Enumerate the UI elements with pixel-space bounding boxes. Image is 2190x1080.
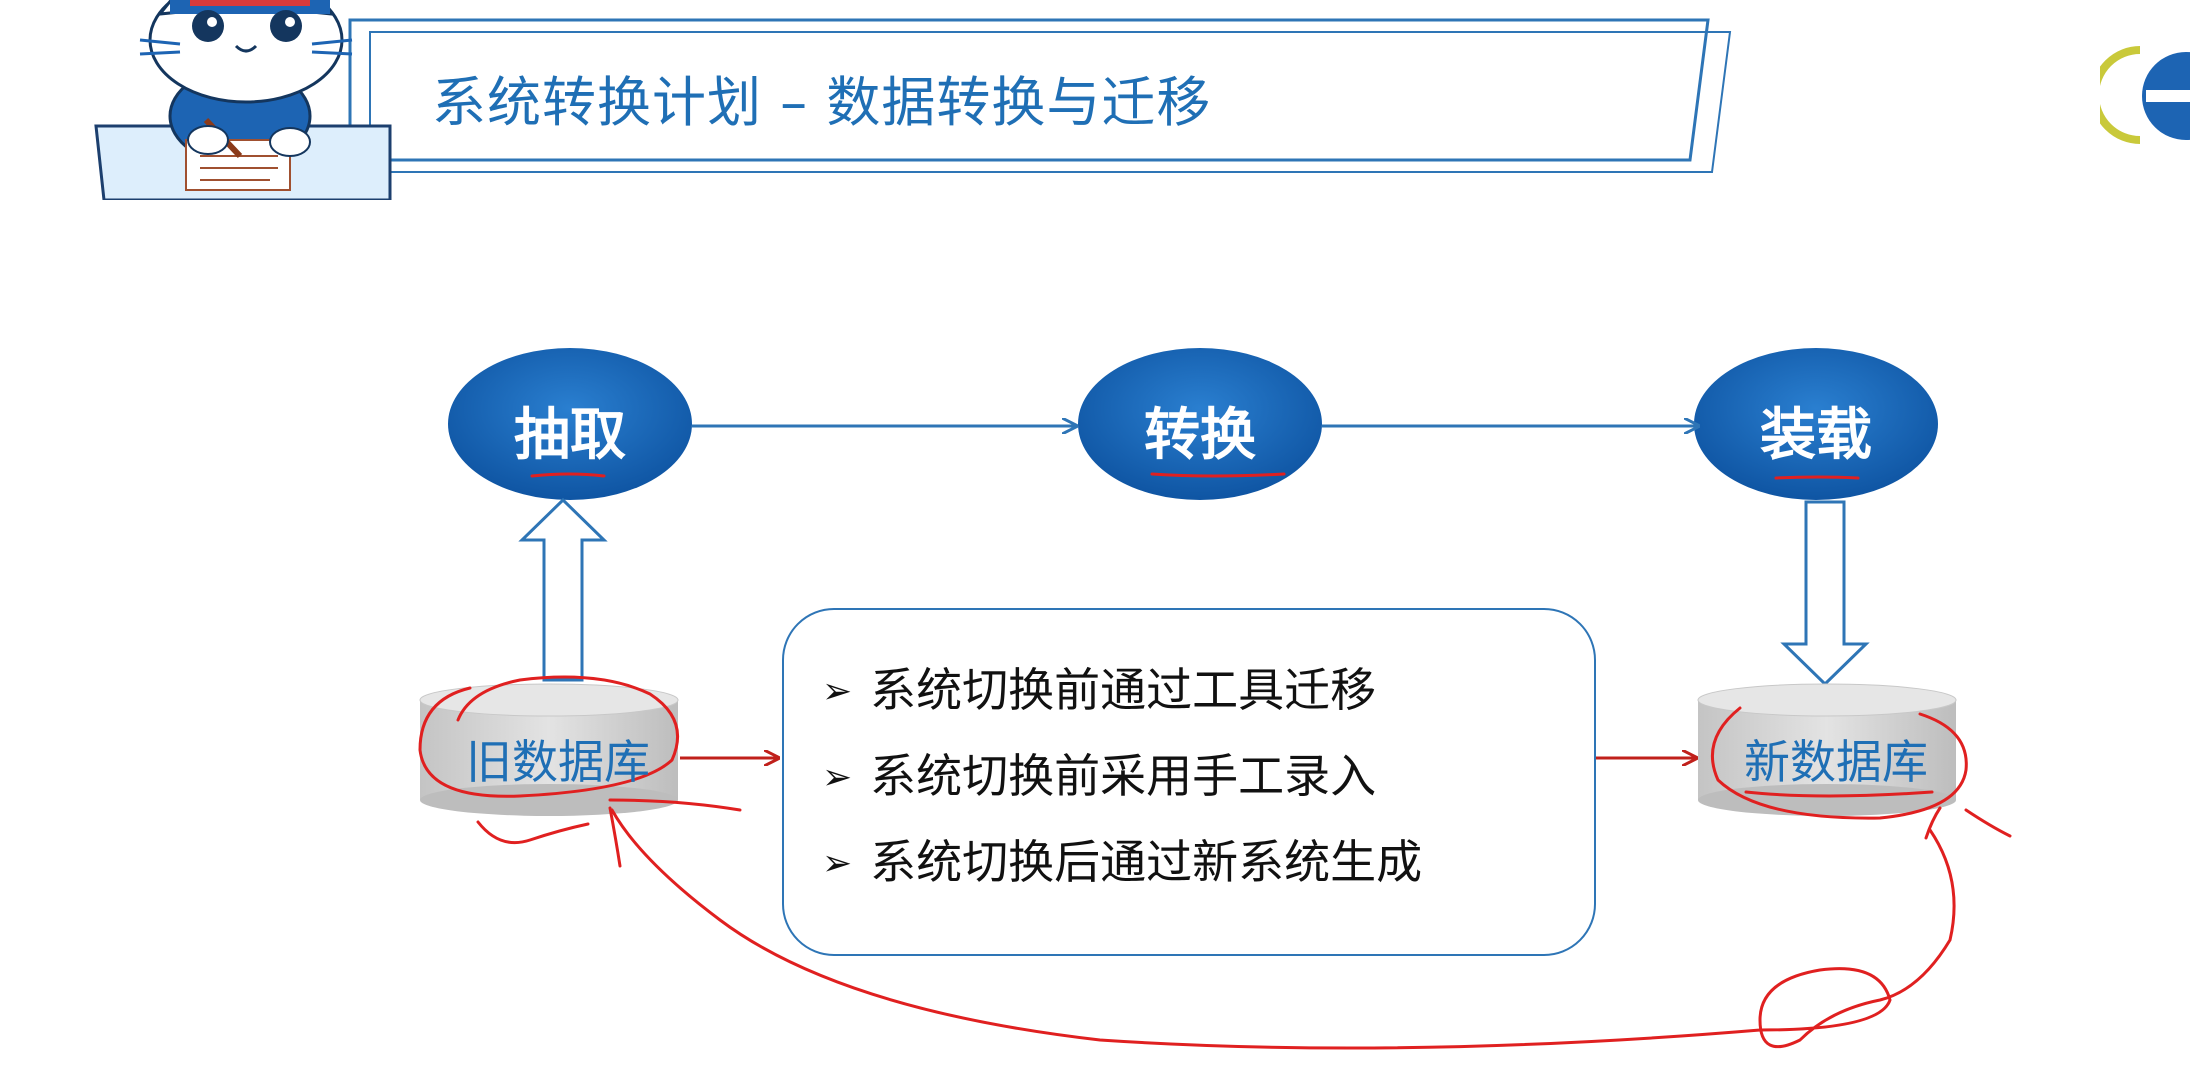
method-item-text: 系统切换前通过工具迁移 (870, 663, 1376, 717)
arrow-olddb-to-extract (522, 500, 604, 680)
arrow-load-to-newdb (1784, 502, 1866, 684)
new-database-label: 新数据库 (1706, 726, 1966, 792)
bullet-arrow-icon: ➢ (822, 843, 852, 884)
step-extract-label: 抽取 (450, 390, 690, 471)
method-item: ➢ 系统切换前通过工具迁移 (822, 654, 1376, 720)
step-load-label: 装载 (1696, 390, 1936, 471)
method-item: ➢ 系统切换前采用手工录入 (822, 740, 1376, 806)
bullet-arrow-icon: ➢ (822, 671, 852, 712)
method-item-text: 系统切换前采用手工录入 (870, 749, 1376, 803)
method-item-text: 系统切换后通过新系统生成 (870, 835, 1422, 889)
bullet-arrow-icon: ➢ (822, 757, 852, 798)
migration-methods-box: ➢ 系统切换前通过工具迁移 ➢ 系统切换前采用手工录入 ➢ 系统切换后通过新系统生成 (782, 608, 1596, 956)
old-database-label: 旧数据库 (428, 726, 688, 792)
method-item: ➢ 系统切换后通过新系统生成 (822, 826, 1422, 892)
step-transform-label: 转换 (1080, 390, 1320, 471)
